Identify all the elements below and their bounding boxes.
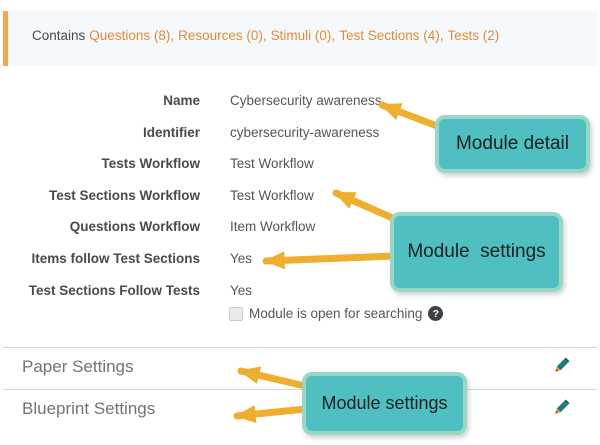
section-paper-settings: Paper Settings xyxy=(0,349,600,389)
link-questions[interactable]: Questions (8) xyxy=(89,28,171,43)
module-detail-form: Name Cybersecurity awareness Identifier … xyxy=(0,93,600,314)
form-row-test-sections-follow-tests: Test Sections Follow Tests Yes xyxy=(0,283,600,315)
field-value: Yes xyxy=(230,250,253,266)
field-value: Test Workflow xyxy=(230,187,314,203)
field-label: Test Sections Workflow xyxy=(48,187,200,203)
link-resources[interactable]: Resources (0) xyxy=(178,28,263,43)
link-tests[interactable]: Tests (2) xyxy=(447,28,500,43)
pencil-icon[interactable] xyxy=(550,355,572,377)
field-label: Items follow Test Sections xyxy=(31,250,200,266)
form-row-tests-workflow: Tests Workflow Test Workflow xyxy=(0,156,600,188)
field-value: cybersecurity-awareness xyxy=(230,124,380,140)
divider xyxy=(3,389,597,390)
form-row-identifier: Identifier cybersecurity-awareness xyxy=(0,125,600,157)
form-row-questions-workflow: Questions Workflow Item Workflow xyxy=(0,219,600,251)
open-for-searching-checkbox[interactable] xyxy=(229,306,243,321)
section-blueprint-settings: Blueprint Settings xyxy=(0,391,600,431)
open-for-searching-row: Module is open for searching ? xyxy=(229,306,444,321)
blueprint-settings-title: Blueprint Settings xyxy=(22,399,156,418)
pencil-icon[interactable] xyxy=(550,397,572,419)
field-value: Item Workflow xyxy=(230,219,316,235)
open-for-searching-label: Module is open for searching xyxy=(249,306,423,321)
field-label: Identifier xyxy=(142,124,200,140)
question-mark-icon[interactable]: ? xyxy=(428,306,444,321)
field-label: Questions Workflow xyxy=(69,219,200,235)
paper-settings-title: Paper Settings xyxy=(22,357,134,376)
form-row-items-follow-test-sections: Items follow Test Sections Yes xyxy=(0,251,600,283)
divider xyxy=(3,347,597,348)
link-test-sections[interactable]: Test Sections (4) xyxy=(339,28,440,43)
field-label: Tests Workflow xyxy=(101,156,200,172)
field-value: Cybersecurity awareness xyxy=(230,93,382,108)
field-value: Yes xyxy=(230,282,253,298)
field-value: Test Workflow xyxy=(230,156,314,172)
field-label: Test Sections Follow Tests xyxy=(28,282,200,298)
form-row-name: Name Cybersecurity awareness xyxy=(0,93,600,125)
contains-label: Contains xyxy=(32,28,86,43)
link-stimuli[interactable]: Stimuli (0) xyxy=(270,28,332,43)
field-label: Name xyxy=(163,93,200,108)
form-row-test-sections-workflow: Test Sections Workflow Test Workflow xyxy=(0,188,600,220)
